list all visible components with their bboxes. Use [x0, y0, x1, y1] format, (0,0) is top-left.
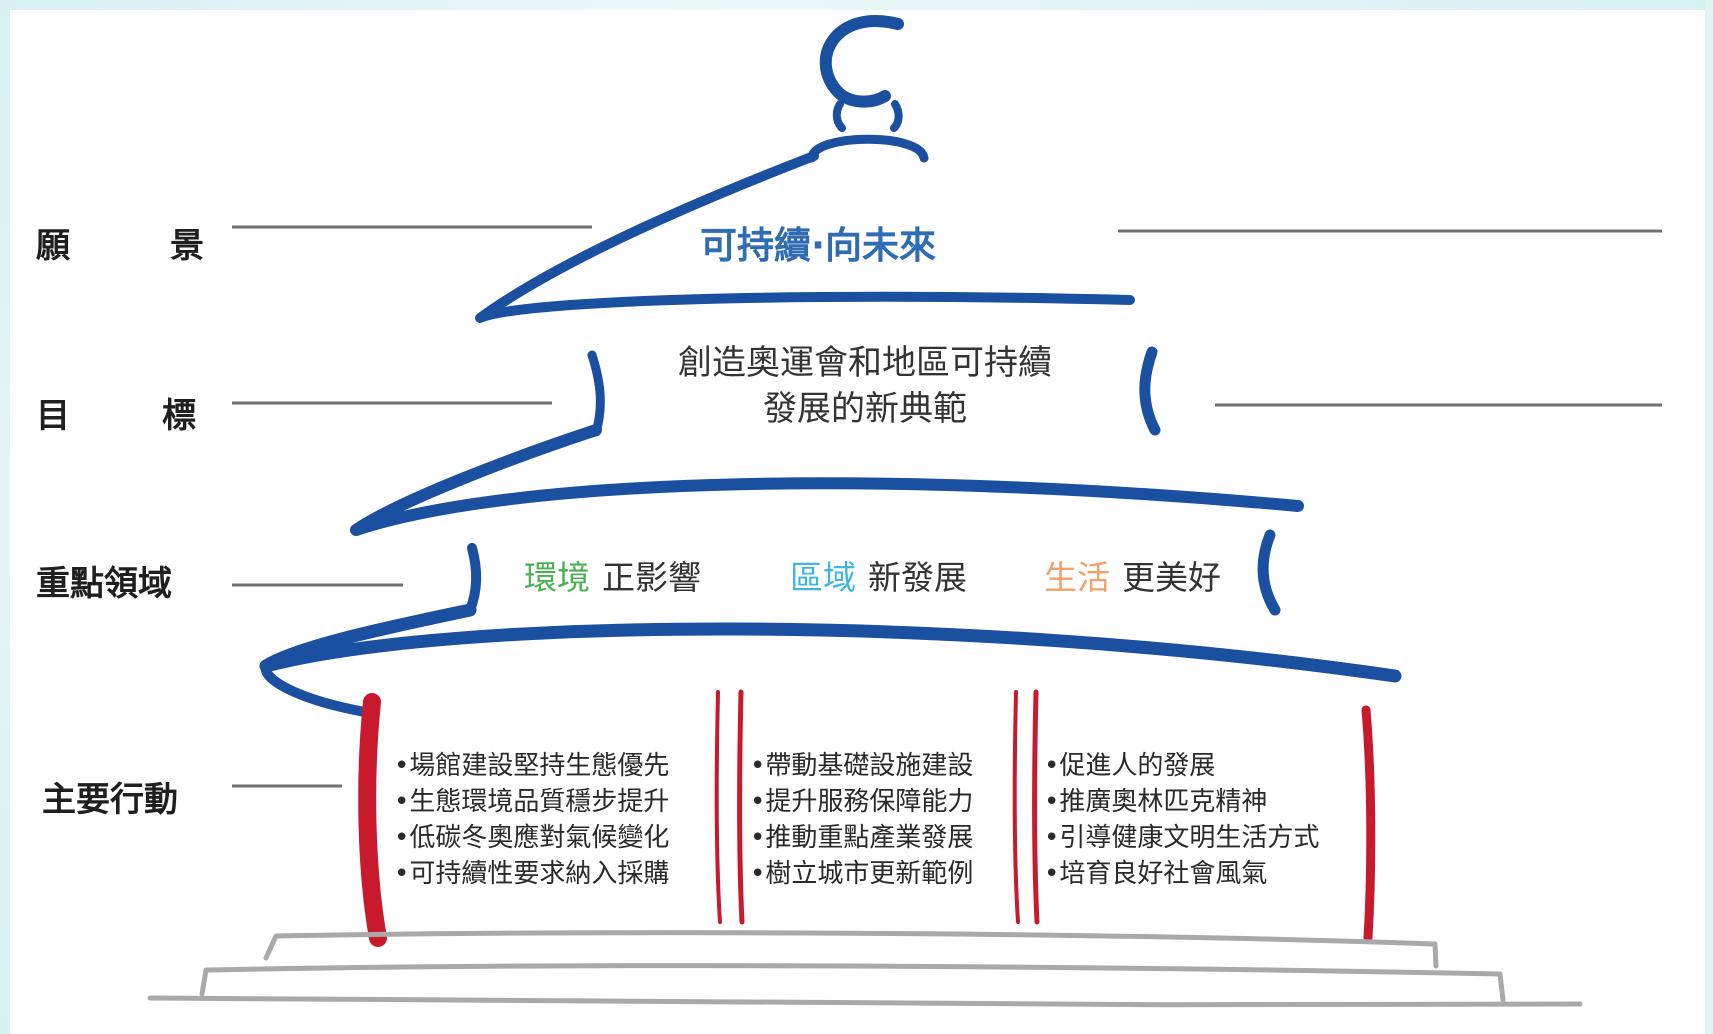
finial-cap [807, 134, 929, 163]
action-item: •推動重點產業發展 [750, 823, 974, 853]
finial-ornament [807, 15, 929, 163]
action-item: •培育良好社會風氣 [1044, 859, 1268, 889]
vision-text: 可持續·向未來 [700, 224, 937, 267]
label-focus-areas: 重點領域 [36, 564, 172, 604]
focus-area-environment-phrase: 正影響 [602, 558, 701, 597]
roof-middle [350, 424, 1304, 536]
goal-line-1: 創造奧運會和地區可持續 [678, 343, 1052, 383]
pillar-divider-2a [1012, 690, 1020, 924]
focus-area-life-phrase: 更美好 [1122, 558, 1221, 597]
base-step-top [263, 930, 1439, 969]
label-goal-char-2: 標 [162, 396, 196, 436]
pillars [358, 689, 1376, 947]
finial-loop-right [890, 100, 903, 132]
wall-middle-right [1257, 529, 1281, 616]
pillar-divider-2b [1032, 689, 1040, 925]
action-item: •提升服務保障能力 [750, 787, 974, 817]
action-item: •推廣奧林匹克精神 [1044, 787, 1268, 817]
wall-middle-left [465, 543, 482, 615]
finial-loop-left [832, 100, 846, 132]
label-main-actions: 主要行動 [42, 780, 178, 820]
label-vision-char-2: 景 [170, 226, 204, 266]
base-step-middle [199, 963, 1506, 1003]
focus-area-region-keyword: 區域 [790, 558, 856, 597]
action-item: •促進人的發展 [1044, 751, 1216, 781]
goal-text: 創造奧運會和地區可持續 發展的新典範 [600, 340, 1130, 432]
focus-area-life: 生活更美好 [1044, 551, 1221, 599]
action-item: •場館建設堅持生態優先 [394, 751, 670, 781]
pillar-divider-1b [737, 689, 745, 925]
frame-right-border [1705, 0, 1713, 1034]
roof-strokes [259, 151, 1402, 717]
focus-area-region: 區域新發展 [790, 551, 967, 599]
goal-line-2: 發展的新典範 [763, 389, 967, 429]
action-item: •可持續性要求納入採購 [394, 859, 670, 889]
action-item: •帶動基礎設施建設 [750, 751, 974, 781]
frame-left-border [0, 0, 10, 1034]
label-goal-char-1: 目 [36, 396, 70, 436]
actions-column-2: •帶動基礎設施建設 •提升服務保障能力 •推動重點產業發展 •樹立城市更新範例 [750, 748, 973, 892]
roof-bottom [259, 603, 1402, 683]
roof-bottom-curl [260, 661, 370, 717]
roof-top [475, 151, 1135, 323]
action-item: •低碳冬奧應對氣候變化 [394, 823, 670, 853]
action-item: •生態環境品質穩步提升 [394, 787, 670, 817]
label-goal: 目 標 [36, 388, 206, 436]
pillar-outer-right [1361, 705, 1376, 943]
pillar-outer-left [358, 693, 387, 947]
crescent-shape [819, 15, 904, 108]
base-platform [147, 930, 1583, 1008]
action-item: •樹立城市更新範例 [750, 859, 974, 889]
focus-area-region-phrase: 新發展 [868, 558, 967, 597]
frame-top-border [0, 0, 1713, 10]
focus-area-environment: 環境正影響 [524, 551, 701, 599]
base-step-bottom [147, 995, 1583, 1008]
focus-area-life-keyword: 生活 [1044, 558, 1110, 597]
label-vision: 願 景 [36, 218, 206, 266]
leader-lines [232, 225, 1662, 788]
action-item: •引導健康文明生活方式 [1044, 823, 1320, 853]
wall-top-right [1139, 346, 1161, 436]
focus-area-environment-keyword: 環境 [524, 558, 590, 597]
actions-column-3: •促進人的發展 •推廣奧林匹克精神 •引導健康文明生活方式 •培育良好社會風氣 [1044, 748, 1319, 892]
label-vision-char-1: 願 [36, 226, 70, 266]
pillar-divider-1a [714, 690, 722, 924]
actions-column-1: •場館建設堅持生態優先 •生態環境品質穩步提升 •低碳冬奧應對氣候變化 •可持續… [394, 748, 669, 892]
